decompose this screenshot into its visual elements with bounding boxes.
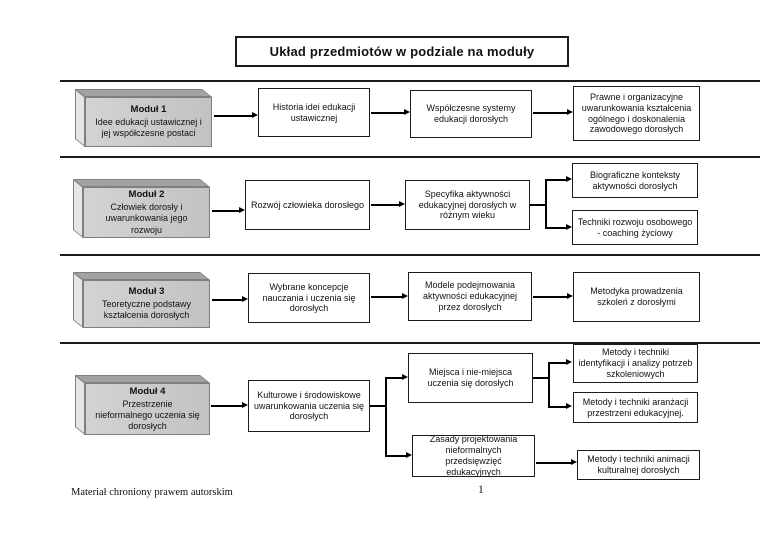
subject-box-label: Modele podejmowania aktywności edukacyjn…: [422, 280, 518, 312]
module-1-desc: Idee edukacji ustawicznej i jej współcze…: [95, 117, 202, 139]
subject-box-prawne-organizacyjne: Prawne i organizacyjne uwarunkowania ksz…: [567, 86, 700, 145]
subject-box-historia-idei: Historia idei edukacji ustawicznej: [252, 88, 370, 141]
subject-box-miejsca-niemiejsca: Miejsca i nie-miejsca uczenia się dorosł…: [402, 353, 533, 407]
connector-arrow: [546, 176, 572, 182]
copyright-notice: Materiał chroniony prawem autorskim: [71, 487, 233, 498]
module-2-title: Moduł 2: [128, 189, 165, 201]
subject-box-specyfika-aktywnosci: Specyfika aktywności edukacyjnej dorosły…: [399, 180, 530, 234]
connector-arrow: [212, 296, 248, 302]
subject-box-wybrane-koncepcje: Wybrane koncepcje nauczania i uczenia si…: [242, 273, 370, 327]
module-3-desc: Teoretyczne podstawy kształcenia dorosły…: [101, 299, 192, 321]
connector-arrow: [212, 207, 245, 213]
row-separator-2: [60, 156, 760, 158]
subject-box-label: Rozwój człowieka dorosłego: [250, 199, 365, 210]
row-separator-3: [60, 254, 760, 256]
module-3-cube: Moduł 3 Teoretyczne podstawy kształcenia…: [83, 280, 210, 328]
subject-box-label: Techniki rozwoju osobowego - coaching ży…: [577, 216, 693, 238]
subject-box-modele-podejmowania: Modele podejmowania aktywności edukacyjn…: [402, 272, 532, 325]
module-4-title: Moduł 4: [129, 385, 166, 397]
subject-box-techniki-rozwoju: Techniki rozwoju osobowego - coaching ży…: [566, 210, 698, 249]
connector-arrow: [533, 293, 573, 299]
module-2-desc: Człowiek dorosły i uwarunkowania jego ro…: [105, 202, 188, 235]
subject-box-label: Metody i techniki aranżacji przestrzeni …: [582, 396, 689, 418]
module-4-desc: Przestrzenie nieformalnego uczenia się d…: [95, 398, 200, 432]
connector-arrow: [549, 403, 572, 409]
diagram-title-box: Układ przedmiotów w podziale na moduły: [235, 36, 569, 67]
subject-box-label: Metody i techniki identyfikacji i analiz…: [578, 347, 693, 379]
row-separator-1: [60, 80, 760, 82]
subject-box-wspolczesne-systemy: Współczesne systemy edukacji dorosłych: [404, 90, 532, 142]
module-2-cube: Moduł 2 Człowiek dorosły i uwarunkowania…: [83, 187, 210, 238]
connector-arrow: [549, 359, 572, 365]
subject-box-label: Zasady projektowania nieformalnych przed…: [429, 434, 518, 477]
subject-box-label: Wybrane koncepcje nauczania i uczenia si…: [262, 281, 356, 314]
connector-arrow: [536, 459, 577, 465]
module-4-cube: Moduł 4 Przestrzenie nieformalnego uczen…: [85, 383, 210, 435]
subject-box-label: Kulturowe i środowiskowe uwarunkowania u…: [253, 389, 365, 422]
subject-box-label: Biograficzne konteksty aktywności dorosł…: [589, 169, 681, 191]
module-1-title: Moduł 1: [130, 104, 167, 116]
subject-box-label: Prawne i organizacyjne uwarunkowania ksz…: [581, 91, 692, 135]
module-1-cube: Moduł 1 Idee edukacji ustawicznej i jej …: [85, 97, 212, 147]
connector-arrow: [371, 293, 408, 299]
subject-box-kulturowe-srodowiskowe: Kulturowe i środowiskowe uwarunkowania u…: [242, 380, 370, 436]
subject-box-biograficzne-konteksty: Biograficzne konteksty aktywności dorosł…: [566, 163, 698, 202]
subject-box-label: Historia idei edukacji ustawicznej: [272, 101, 356, 123]
connector-arrow: [386, 374, 408, 380]
subject-box-metody-aranzacji: Metody i techniki aranżacji przestrzeni …: [567, 392, 698, 427]
subject-box-label: Współczesne systemy edukacji dorosłych: [426, 103, 516, 124]
connector-line: [545, 179, 547, 229]
subject-box-label: Specyfika aktywności edukacyjnej dorosły…: [418, 188, 517, 221]
connector-line: [533, 377, 549, 379]
diagram-title: Układ przedmiotów w podziale na moduły: [269, 44, 535, 59]
connector-line: [530, 204, 546, 206]
subject-box-label: Metody i techniki animacji kulturalnej d…: [587, 454, 690, 475]
connector-arrow: [371, 201, 405, 207]
connector-arrow: [533, 109, 573, 115]
connector-arrow: [546, 224, 572, 230]
connector-line: [385, 377, 387, 457]
subject-box-label: Metodyka prowadzenia szkoleń z dorosłymi: [590, 286, 683, 307]
subject-box-label: Miejsca i nie-miejsca uczenia się dorosł…: [427, 367, 514, 388]
subject-box-metody-identyfikacji: Metody i techniki identyfikacji i analiz…: [567, 344, 698, 387]
subject-box-metodyka-szkolen: Metodyka prowadzenia szkoleń z dorosłymi: [567, 272, 700, 326]
connector-line: [370, 405, 386, 407]
connector-arrow: [211, 402, 248, 408]
module-3-title: Moduł 3: [128, 286, 165, 298]
subject-box-zasady-projektowania: Zasady projektowania nieformalnych przed…: [406, 434, 535, 481]
page-number: 1: [478, 484, 484, 496]
subject-box-rozwoj-czlowieka: Rozwój człowieka dorosłego: [239, 180, 370, 234]
row-separator-4: [60, 342, 760, 344]
connector-arrow: [214, 112, 258, 118]
connector-line: [548, 362, 550, 408]
connector-arrow: [371, 109, 410, 115]
subject-box-metody-animacji: Metody i techniki animacji kulturalnej d…: [571, 450, 700, 484]
connector-arrow: [386, 452, 412, 458]
